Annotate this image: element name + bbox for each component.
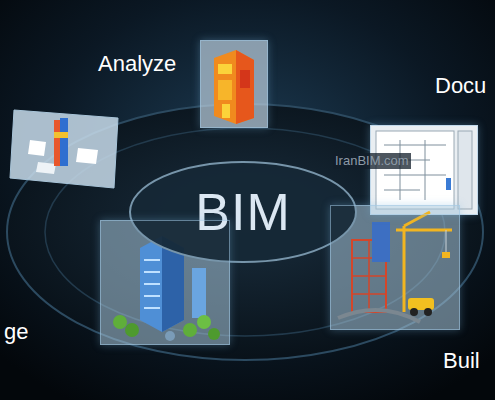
stage-panel: ge — [100, 220, 230, 345]
stage-label: Docu — [435, 73, 486, 99]
watermark-holder: IranBIM.com — [333, 151, 411, 169]
stage-label: ge — [4, 319, 28, 345]
watermark: IranBIM.com — [333, 153, 411, 169]
stage-panel: Buil — [330, 205, 460, 330]
drawing-sheet-icon — [370, 125, 478, 215]
center-title: BIM — [195, 184, 290, 240]
analysis-building-icon — [200, 40, 268, 128]
city-panel — [10, 110, 118, 188]
platform — [7, 104, 483, 360]
bim-core-ellipse: BIM — [128, 160, 358, 264]
stage-label: Analyze — [98, 51, 176, 77]
stage-label: Buil — [443, 348, 480, 374]
stage-panel: Analyze — [200, 40, 268, 128]
stage-panel: Docu — [370, 125, 478, 215]
ellipse-shape — [130, 162, 356, 262]
